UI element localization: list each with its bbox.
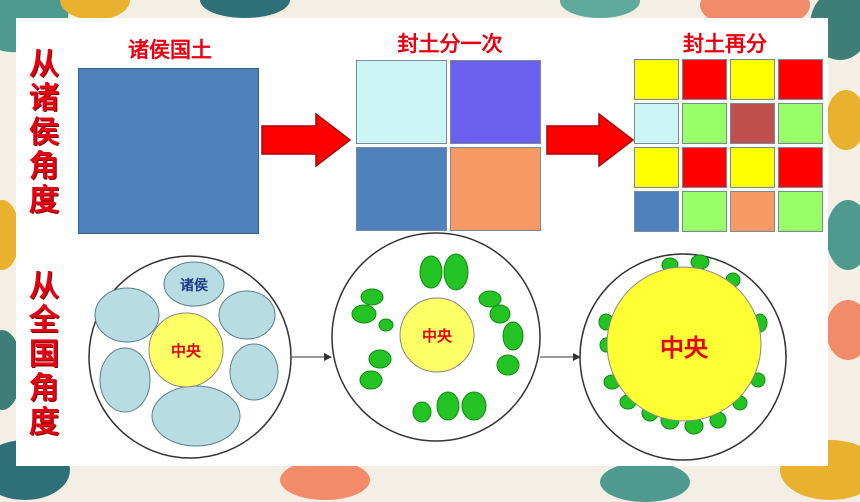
national-view-diagram: 诸侯 中央 中央: [88, 232, 787, 461]
side-char: 全: [29, 303, 59, 338]
side-char: 侯: [29, 115, 59, 150]
arrow-right-icon: [261, 112, 352, 168]
arrow-right-icon: [546, 112, 635, 168]
territory-cell: [778, 59, 823, 100]
connector-arrowhead-icon: [573, 353, 581, 361]
territory-cell: [450, 147, 541, 231]
decorative-leaf: [826, 90, 860, 150]
territory-cell: [634, 191, 679, 232]
territory-cell: [682, 191, 727, 232]
decorative-leaf: [826, 200, 860, 270]
territory-cell: [682, 147, 727, 188]
center-label-2: 中央: [422, 327, 453, 345]
side-char: 从: [29, 269, 59, 304]
title-stage3: 封土再分: [683, 31, 767, 56]
side-char: 诸: [29, 81, 59, 116]
vassal-ellipse: [218, 290, 276, 340]
territory-cell: [634, 147, 679, 188]
green-fiefs: [351, 253, 524, 423]
decorative-leaf: [200, 0, 290, 18]
center-label-3: 中央: [660, 333, 709, 362]
territory-cell: [682, 103, 727, 144]
side-label-top: 从 诸 侯 角 度: [20, 48, 68, 218]
stage1-territory: [78, 68, 259, 234]
center-label-1: 中央: [171, 342, 202, 360]
vassal-ellipse: [163, 261, 225, 307]
territory-cell: [634, 59, 679, 100]
decorative-flower: [826, 300, 860, 360]
connector-arrowhead-icon: [324, 353, 332, 361]
side-label-bottom: 从 全 国 角 度: [20, 270, 68, 440]
territory-cell: [778, 147, 823, 188]
title-stage2: 封土分一次: [397, 31, 503, 56]
vassal-ellipse: [151, 385, 241, 447]
center-circle-2: [399, 297, 475, 373]
vassal-ellipse: [229, 343, 279, 401]
territory-cell: [634, 103, 679, 144]
side-char: 角: [29, 149, 59, 184]
title-stage1: 诸侯国土: [128, 37, 212, 62]
vassal-label: 诸侯: [180, 277, 209, 294]
side-char: 国: [29, 337, 59, 372]
territory-cell: [450, 60, 541, 144]
territory-cell: [730, 191, 775, 232]
territory-cell: [778, 103, 823, 144]
decorative-leaf: [60, 0, 130, 20]
territory-cell: [730, 59, 775, 100]
center-circle-3: [606, 266, 762, 422]
vassal-ellipse: [94, 287, 160, 343]
side-char: 角: [29, 371, 59, 406]
decorative-leaf: [560, 0, 640, 18]
decorative-leaf: [0, 200, 20, 270]
side-char: 度: [29, 405, 59, 440]
side-char: 度: [29, 183, 59, 218]
territory-cell: [730, 147, 775, 188]
side-char: 从: [29, 47, 59, 82]
territory-cell: [356, 147, 447, 231]
center-circle-1: [148, 312, 224, 388]
territory-cell: [682, 59, 727, 100]
vassal-ellipse: [99, 347, 151, 413]
territory-cell: [730, 103, 775, 144]
territory-cell: [356, 60, 447, 144]
territory-cell: [778, 191, 823, 232]
